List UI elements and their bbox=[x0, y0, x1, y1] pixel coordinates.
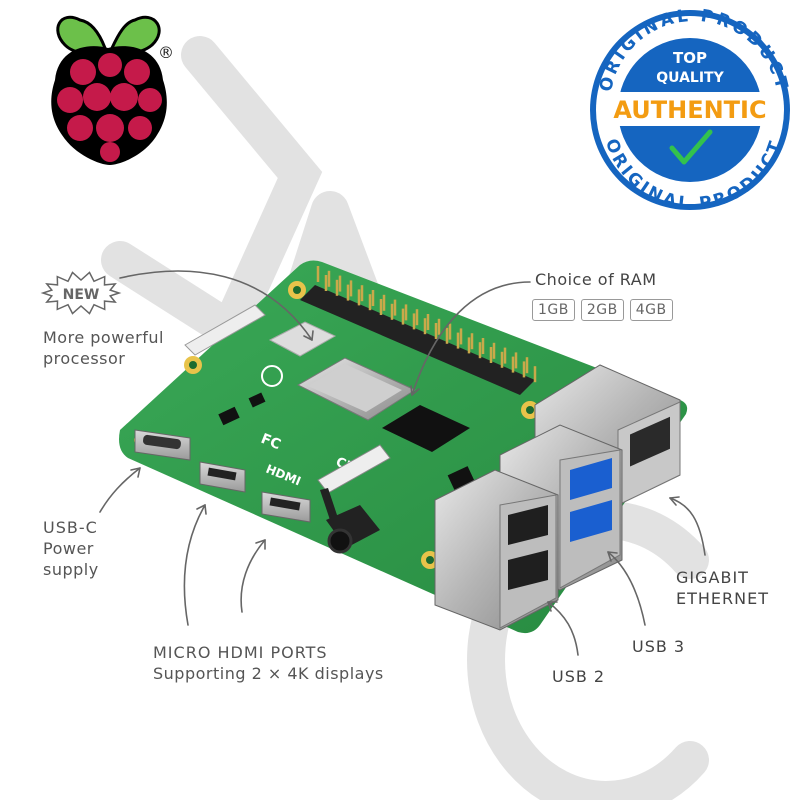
hdmi-title: MICRO HDMI PORTS bbox=[153, 643, 328, 662]
svg-text:NEW: NEW bbox=[63, 287, 100, 303]
usbc-line-3: supply bbox=[43, 560, 99, 579]
raspberry-pi-board: HDMI FC CE bbox=[119, 260, 688, 634]
hdmi-callout: MICRO HDMI PORTS Supporting 2 × 4K displ… bbox=[153, 642, 384, 684]
processor-callout: More powerful processor bbox=[43, 327, 164, 369]
badge-quality: QUALITY bbox=[656, 70, 724, 86]
ethernet-line-2: ETHERNET bbox=[676, 589, 769, 608]
check-icon bbox=[669, 129, 713, 165]
callout-arrows bbox=[99, 270, 706, 656]
processor-line-2: processor bbox=[43, 349, 126, 368]
ethernet-callout: GIGABIT ETHERNET bbox=[676, 567, 769, 609]
new-starburst-icon: NEW bbox=[40, 271, 122, 315]
authentic-badge: ORIGINAL PRODUCT ORIGINAL PRODUCT TOP QU… bbox=[590, 6, 790, 214]
usb2-label: USB 2 bbox=[552, 667, 606, 686]
raspberry-logo bbox=[51, 15, 167, 165]
ram-title: Choice of RAM bbox=[535, 270, 657, 289]
ram-option-4gb: 4GB bbox=[629, 299, 673, 321]
usbc-title: USB-C bbox=[43, 518, 98, 537]
hdmi-subtitle: Supporting 2 × 4K displays bbox=[153, 664, 384, 683]
registered-mark: ® bbox=[158, 43, 174, 62]
badge-top: TOP bbox=[673, 49, 707, 67]
ram-option-1gb: 1GB bbox=[532, 299, 575, 321]
usb3-label: USB 3 bbox=[632, 637, 686, 656]
processor-line-1: More powerful bbox=[43, 328, 164, 347]
gpio-header bbox=[300, 285, 535, 395]
ram-option-2gb: 2GB bbox=[580, 299, 624, 321]
ethernet-line-1: GIGABIT bbox=[676, 568, 749, 587]
svg-text:FC: FC bbox=[259, 431, 283, 453]
usbc-callout: USB-C Power supply bbox=[43, 517, 99, 580]
badge-authentic: AUTHENTIC bbox=[613, 96, 766, 124]
usbc-line-2: Power bbox=[43, 539, 94, 558]
